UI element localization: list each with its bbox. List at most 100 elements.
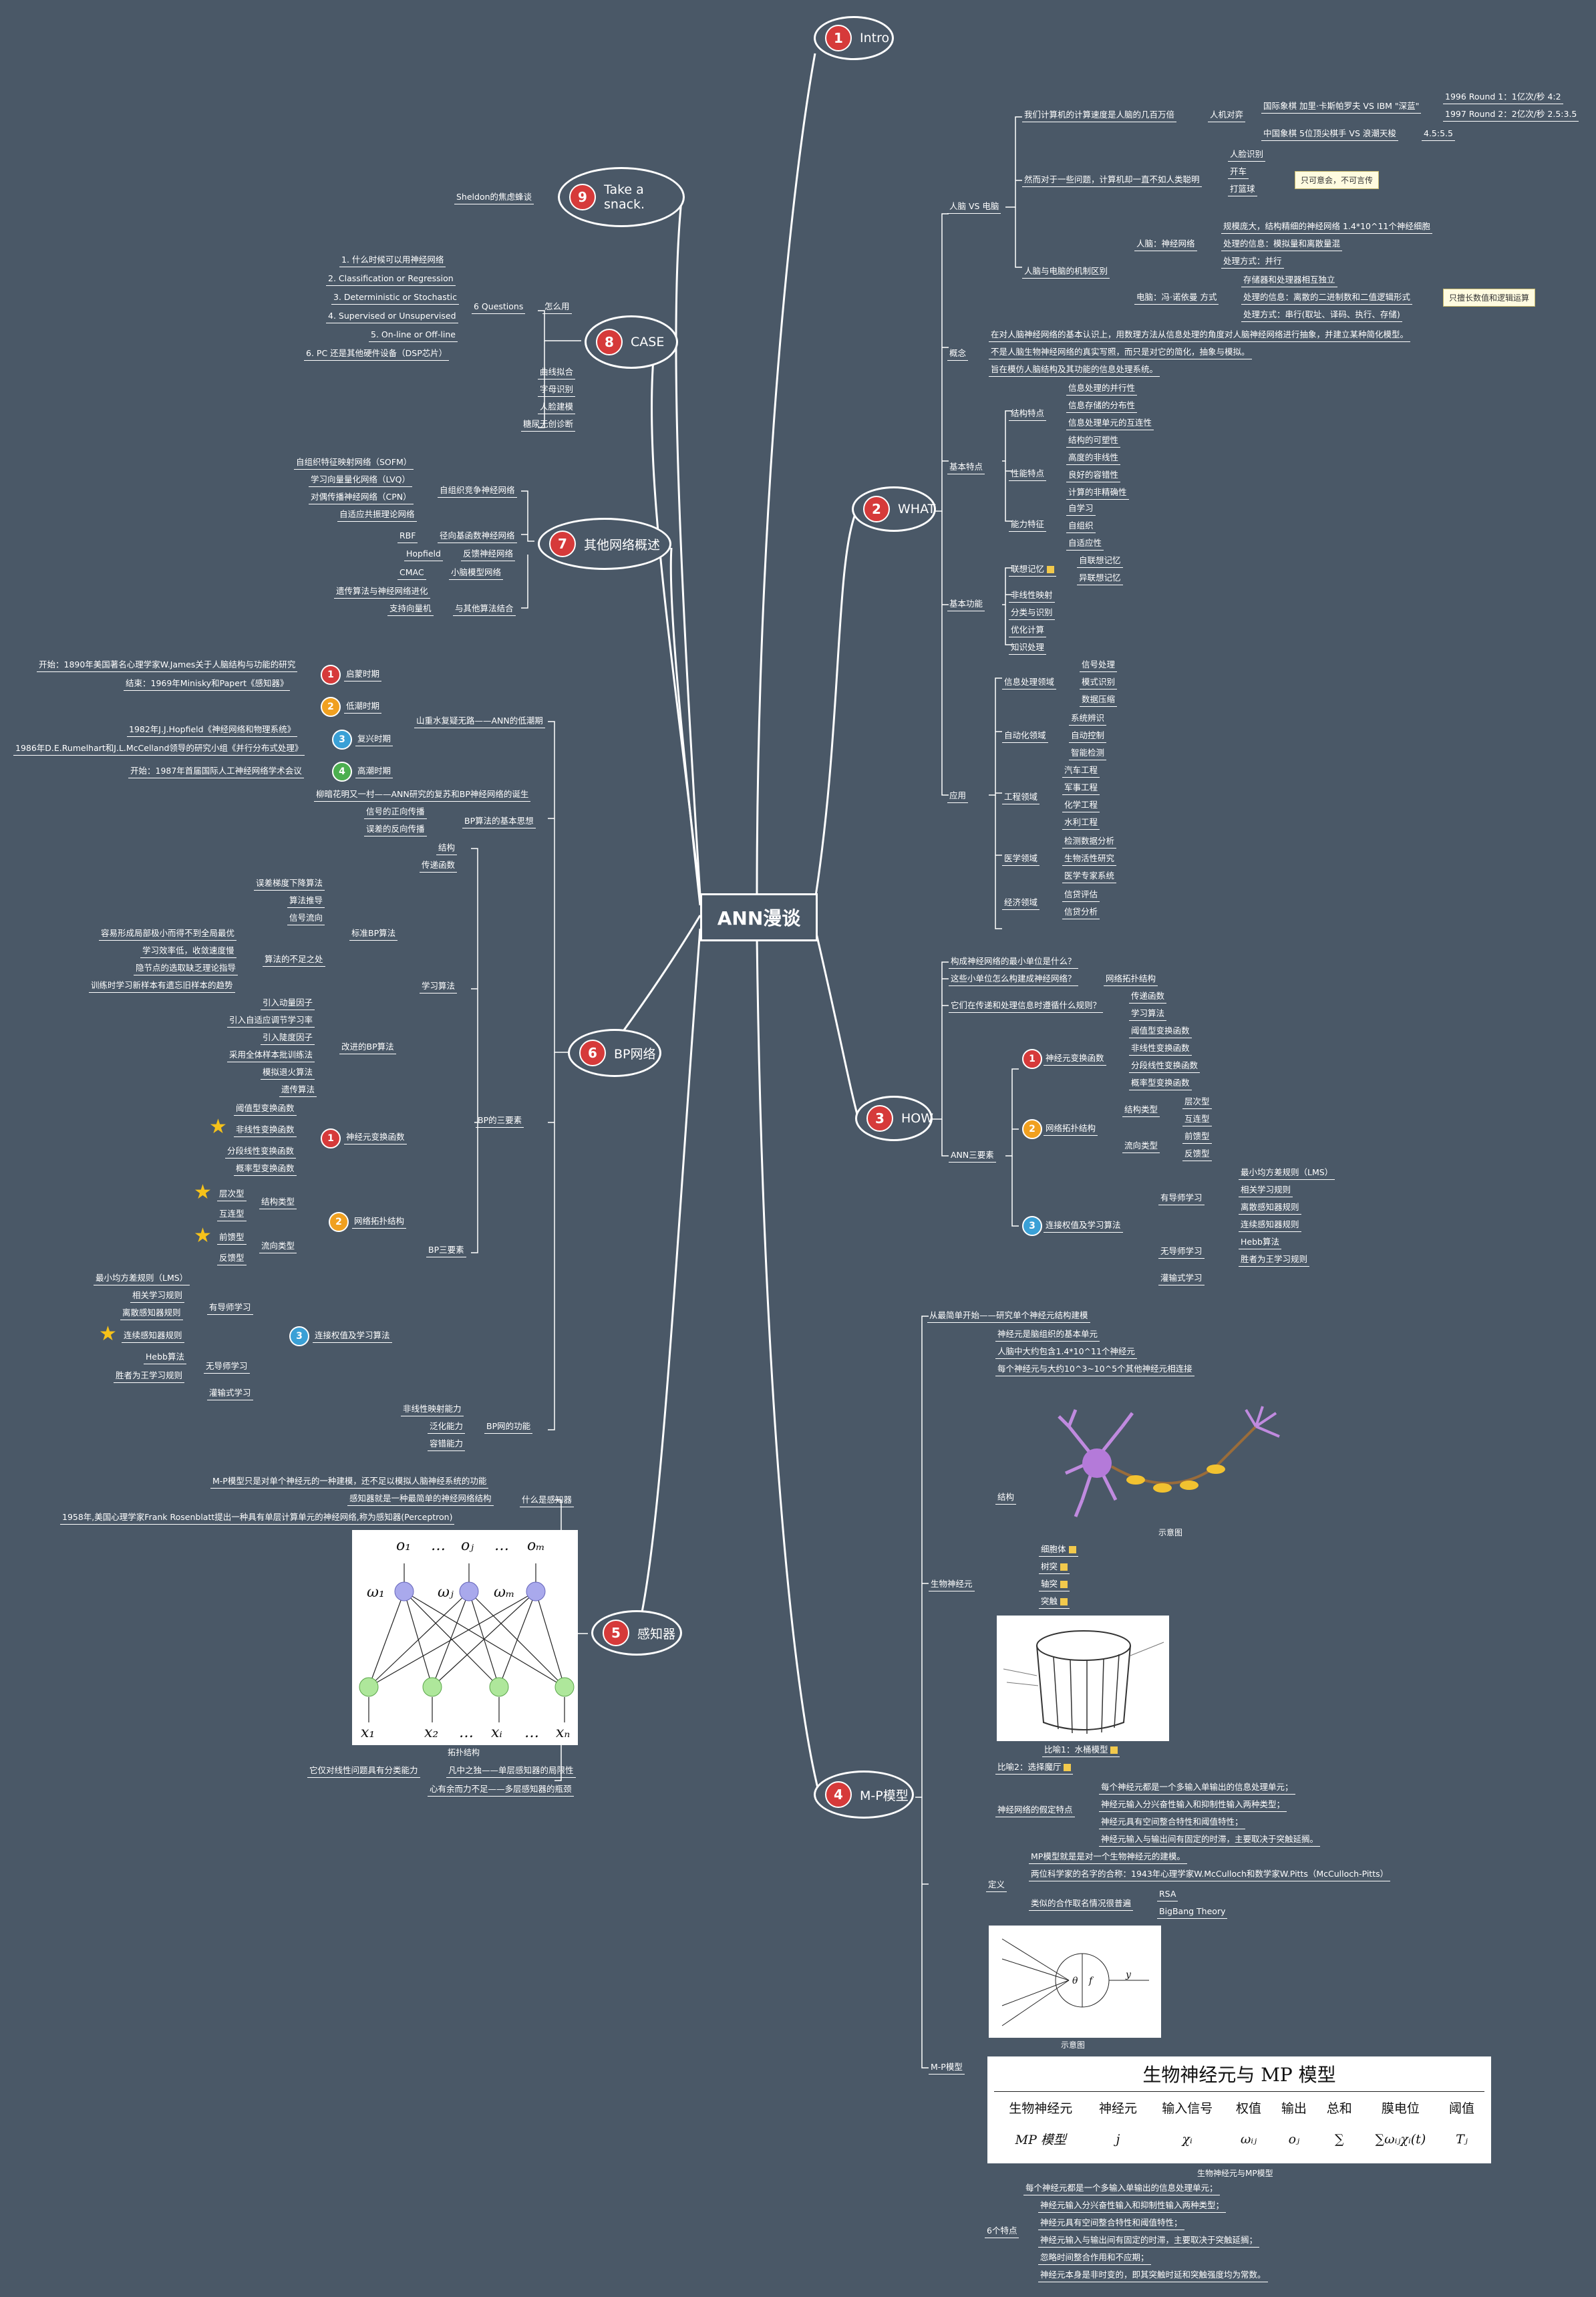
intro-chess-2[interactable]: 中国象棋 5位顶尖棋手 VS 浪潮天梭 bbox=[1261, 128, 1398, 141]
mp-six-item[interactable]: 神经元输入与输出间有固定的时滞，主要取决于突触延搁； bbox=[1038, 2234, 1260, 2248]
what-app-item[interactable]: 信贷评估 bbox=[1062, 889, 1100, 902]
bp-elements[interactable]: BP的三要素 bbox=[476, 1114, 524, 1128]
bp-sup-item[interactable]: 最小均方差规则（LMS） bbox=[94, 1272, 190, 1285]
bp-f1-item[interactable]: 分段线性变换函数 bbox=[225, 1145, 297, 1159]
mp-define-example[interactable]: RSA bbox=[1157, 1888, 1178, 1901]
bp-f2-struct[interactable]: 结构类型 bbox=[259, 1196, 297, 1209]
period-3-note[interactable]: 1982年J.J.Hopfield《神经网络和物理系统》 bbox=[127, 724, 298, 737]
snack-item[interactable]: Sheldon的焦虑蜂谈 bbox=[454, 191, 534, 204]
what-app-item[interactable]: 医学专家系统 bbox=[1062, 870, 1117, 883]
bp-improved-item[interactable]: 遗传算法 bbox=[279, 1084, 317, 1097]
what-app-item[interactable]: 信贷分析 bbox=[1062, 906, 1100, 919]
how-e2-struct-item[interactable]: 层次型 bbox=[1182, 1096, 1212, 1109]
period-4-note[interactable]: 开始：1987年首届国际人工神经网络学术会议 bbox=[128, 765, 304, 778]
what-ability-item[interactable]: 自学习 bbox=[1066, 502, 1096, 516]
intro-chess[interactable]: 人机对弈 bbox=[1208, 109, 1246, 122]
intro-round[interactable]: 1997 Round 2：2亿次/秒 2.5:3.5 bbox=[1443, 108, 1579, 122]
mp-define-example[interactable]: BigBang Theory bbox=[1157, 1905, 1228, 1919]
intro-brain-item[interactable]: 规模庞大，结构精细的神经网络 1.4*10^11个神经细胞 bbox=[1221, 220, 1432, 234]
what-func-item[interactable]: 优化计算 bbox=[1009, 624, 1047, 637]
mp-six-item[interactable]: 忽略时间整合作用和不应期； bbox=[1038, 2252, 1151, 2265]
bp-unsup-item[interactable]: 胜者为王学习规则 bbox=[114, 1370, 185, 1383]
what-ability[interactable]: 能力特征 bbox=[1009, 518, 1047, 532]
case-question[interactable]: 2. Classification or Regression bbox=[326, 273, 456, 286]
what-app[interactable]: 应用 bbox=[947, 790, 969, 803]
how-e2-struct[interactable]: 结构类型 bbox=[1122, 1104, 1160, 1117]
mp-six-item[interactable]: 神经元本身是非时变的，即其突触时延和突触强度均为常数。 bbox=[1038, 2269, 1268, 2282]
bp-unsup-item[interactable]: Hebb算法 bbox=[144, 1351, 186, 1364]
period-3[interactable]: 复兴时期 bbox=[355, 733, 393, 746]
what-perf-item[interactable]: 良好的容错性 bbox=[1066, 469, 1121, 482]
bp-improved-item[interactable]: 模拟退火算法 bbox=[261, 1066, 315, 1080]
bp-sup-item[interactable]: 连续感知器规则 bbox=[122, 1330, 184, 1343]
how-e1-item[interactable]: 分段线性变换函数 bbox=[1129, 1060, 1201, 1073]
how-sup-item[interactable]: 最小均方差规则（LMS） bbox=[1239, 1167, 1335, 1180]
period-3-note[interactable]: 1986年D.E.Rumelhart和J.L.McCelland领导的研究小组《… bbox=[13, 742, 305, 756]
mp-six[interactable]: 6个特点 bbox=[985, 2225, 1019, 2238]
what-assoc-item[interactable]: 异联想记忆 bbox=[1077, 572, 1123, 585]
what-app-item[interactable]: 模式识别 bbox=[1080, 676, 1118, 690]
bp-basic[interactable]: BP算法的基本思想 bbox=[462, 815, 536, 828]
case-example[interactable]: 曲线拟合 bbox=[538, 366, 576, 379]
other-compete-item[interactable]: 对偶传播神经网络（CPN） bbox=[309, 491, 414, 504]
what-struct-item[interactable]: 信息处理的并行性 bbox=[1066, 382, 1138, 396]
bp-improved-item[interactable]: 引入自适应调节学习率 bbox=[227, 1014, 315, 1028]
perceptron-limit2[interactable]: 心有余而力不足——多层感知器的瓶颈 bbox=[428, 1783, 574, 1797]
what-func-item[interactable]: 分类与识别 bbox=[1009, 607, 1055, 620]
mp-part[interactable]: 突触 bbox=[1039, 1595, 1070, 1609]
what-app-item[interactable]: 系统辨识 bbox=[1069, 712, 1107, 726]
bp-sup[interactable]: 有导师学习 bbox=[207, 1301, 253, 1315]
mp-trait[interactable]: 神经元输入与输出间有固定的时滞，主要取决于突触延搁。 bbox=[1099, 1833, 1321, 1847]
intro-simple-item[interactable]: 打篮球 bbox=[1228, 183, 1257, 196]
central-topic[interactable]: ANN漫谈 bbox=[700, 893, 818, 941]
bp-f2[interactable]: 网络拓扑结构 bbox=[352, 1215, 407, 1229]
how-e2-flow-item[interactable]: 反馈型 bbox=[1182, 1148, 1212, 1161]
mp-define-item[interactable]: 两位科学家的名字的合称：1943年心理学家W.McCulloch和数学家W.Pi… bbox=[1029, 1868, 1391, 1881]
bp-improved-item[interactable]: 采用全体样本批训练法 bbox=[227, 1049, 315, 1062]
perceptron-note[interactable]: 1958年,美国心理学家Frank Rosenblatt提出一种具有单层计算单元… bbox=[60, 1511, 455, 1525]
what-app-eco[interactable]: 经济领域 bbox=[1002, 897, 1040, 910]
bp-flaw-item[interactable]: 训练时学习新样本有遗忘旧样本的趋势 bbox=[89, 979, 235, 993]
how-e3[interactable]: 连接权值及学习算法 bbox=[1044, 1219, 1123, 1233]
mp-part[interactable]: 轴突 bbox=[1039, 1578, 1070, 1591]
bp-f1-item[interactable]: 阈值型变换函数 bbox=[234, 1102, 297, 1116]
what-func-item[interactable]: 非线性映射 bbox=[1009, 589, 1055, 603]
how-sup-item[interactable]: 连续感知器规则 bbox=[1239, 1219, 1301, 1232]
what-concept-item[interactable]: 不是人脑生物神经网络的真实写照，而只是对它的简化，抽象与模拟。 bbox=[989, 346, 1252, 359]
bp-std-item[interactable]: 误差梯度下降算法 bbox=[254, 877, 325, 891]
bp-f2-flow[interactable]: 流向类型 bbox=[259, 1240, 297, 1253]
other-compete-item[interactable]: 自组织特征映射网络（SOFM） bbox=[294, 456, 414, 470]
bp-sup-item[interactable]: 离散感知器规则 bbox=[120, 1307, 183, 1320]
what-app-auto[interactable]: 自动化领域 bbox=[1002, 730, 1048, 743]
mp-trait[interactable]: 神经元输入分兴奋性输入和抑制性输入两种类型； bbox=[1099, 1799, 1287, 1812]
bp-flaw-item[interactable]: 隐节点的选取缺乏理论指导 bbox=[134, 962, 238, 975]
what-perf-item[interactable]: 计算的非精确性 bbox=[1066, 486, 1129, 500]
what-app-item[interactable]: 数据压缩 bbox=[1080, 694, 1118, 707]
mp-part[interactable]: 树突 bbox=[1039, 1561, 1070, 1574]
case-question[interactable]: 6. PC 还是其他硬件设备（DSP芯片） bbox=[304, 347, 450, 361]
mp-bucket[interactable]: 比喻1：水桶模型 bbox=[1042, 1744, 1120, 1757]
how-q3[interactable]: 它们在传递和处理信息时遵循什么规则？ bbox=[949, 1000, 1104, 1013]
mp-bucket2[interactable]: 比喻2：选择魔厅 bbox=[995, 1761, 1074, 1775]
what-ability-item[interactable]: 自适应性 bbox=[1066, 537, 1104, 551]
bp-reinf[interactable]: 灌输式学习 bbox=[207, 1387, 253, 1400]
how-q3-item[interactable]: 传递函数 bbox=[1129, 990, 1167, 1004]
perceptron-limit[interactable]: 它仅对线性问题具有分类能力 bbox=[307, 1765, 420, 1778]
how-q1[interactable]: 构成神经网络的最小单位是什么？ bbox=[949, 955, 1078, 969]
bp-learning[interactable]: 学习算法 bbox=[420, 980, 458, 993]
what-app-item[interactable]: 军事工程 bbox=[1062, 782, 1100, 795]
what-app-item[interactable]: 智能检测 bbox=[1069, 747, 1107, 760]
bp-flaw[interactable]: 算法的不足之处 bbox=[263, 953, 325, 967]
case-example[interactable]: 字母识别 bbox=[538, 384, 576, 397]
how-unsup-item[interactable]: 胜者为王学习规则 bbox=[1239, 1253, 1310, 1267]
what-struct-item[interactable]: 信息处理单元的互连性 bbox=[1066, 417, 1154, 430]
what-app-item[interactable]: 化学工程 bbox=[1062, 799, 1100, 812]
intro-simple-item[interactable]: 人脸识别 bbox=[1228, 148, 1266, 162]
what-app-eng[interactable]: 工程领域 bbox=[1002, 791, 1040, 804]
mp-define[interactable]: 定义 bbox=[986, 1879, 1007, 1892]
other-compete[interactable]: 自组织竞争神经网络 bbox=[438, 484, 517, 498]
